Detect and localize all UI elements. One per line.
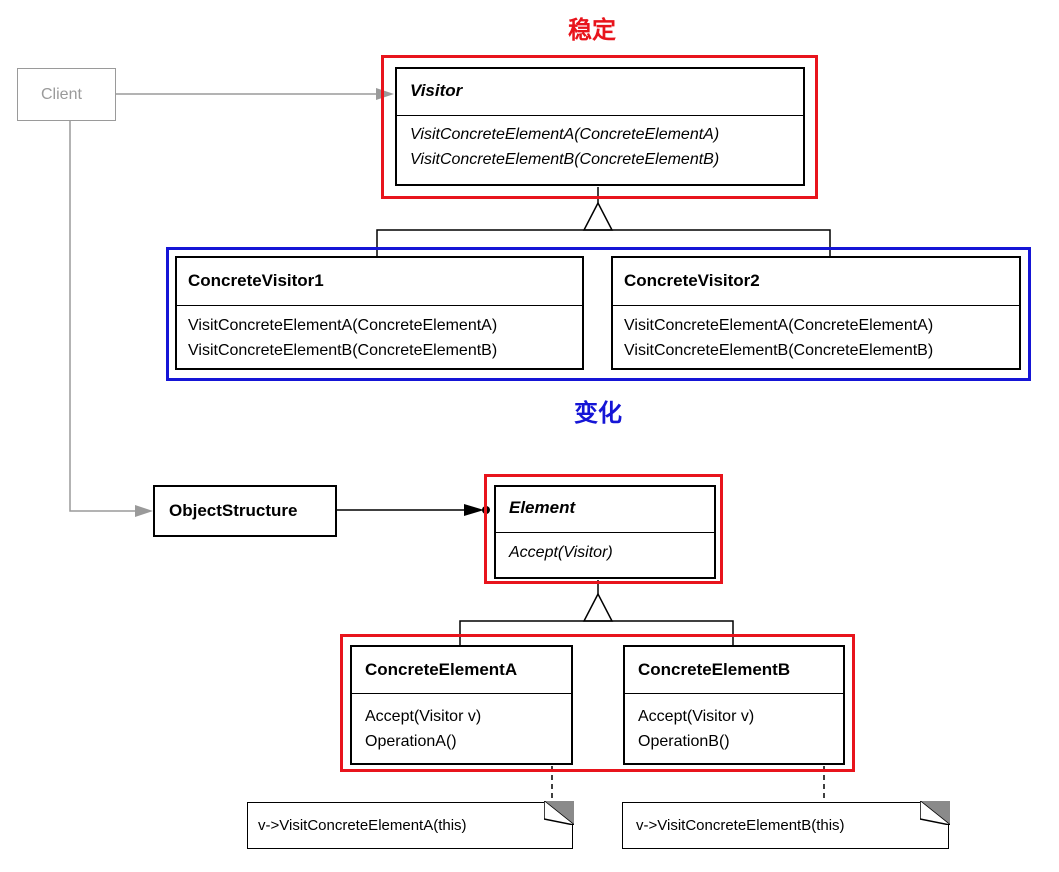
stable-label: 稳定 — [568, 16, 616, 44]
concrete-element-a-operation: OperationA() — [365, 733, 457, 750]
objectstructure-to-element-arrowhead — [464, 504, 484, 516]
concrete-visitor-2-name: ConcreteVisitor2 — [624, 271, 760, 290]
concrete-visitor-2-operations: VisitConcreteElementA(ConcreteElementA) … — [624, 313, 933, 363]
objectstructure-to-element-multiplicity-dot — [482, 506, 490, 514]
note-b: v->VisitConcreteElementB(this) — [622, 801, 950, 849]
element-class-name: Element — [509, 498, 576, 517]
client-to-objectstructure-line — [69, 120, 136, 512]
visitor-inheritance-branch — [376, 229, 831, 257]
visitor-class-box[interactable]: Visitor VisitConcreteElementA(ConcreteEl… — [395, 67, 805, 186]
concrete-element-b-operation: Accept(Visitor v) — [638, 708, 755, 725]
visitor-class-name: Visitor — [410, 81, 463, 100]
concrete-visitor-1-operations: VisitConcreteElementA(ConcreteElementA) … — [188, 313, 497, 363]
element-header — [496, 487, 714, 533]
concrete-element-a-name: ConcreteElementA — [365, 660, 518, 679]
concrete-visitor-2-header — [613, 258, 1019, 306]
client-name: Client — [41, 86, 82, 103]
concrete-visitor-2-operation: VisitConcreteElementA(ConcreteElementA) — [624, 317, 934, 334]
concrete-element-b-name: ConcreteElementB — [638, 660, 791, 679]
concrete-visitor-2-box[interactable]: ConcreteVisitor2 VisitConcreteElementA(C… — [611, 256, 1021, 370]
changing-label: 变化 — [574, 399, 622, 427]
element-operations: Accept(Visitor) — [509, 540, 613, 565]
concrete-visitor-1-operation: VisitConcreteElementB(ConcreteElementB) — [188, 342, 498, 359]
concrete-visitor-1-header — [177, 258, 582, 306]
element-class-box[interactable]: Element Accept(Visitor) — [494, 485, 716, 579]
note-a-folded-corner-icon — [544, 801, 574, 825]
concrete-visitor-1-name: ConcreteVisitor1 — [188, 271, 324, 290]
concrete-element-a-operation: Accept(Visitor v) — [365, 708, 482, 725]
object-structure-box[interactable]: ObjectStructure — [153, 485, 337, 537]
object-structure-name: ObjectStructure — [169, 501, 298, 520]
element-inheritance-branch — [459, 620, 734, 646]
concrete-visitor-1-operation: VisitConcreteElementA(ConcreteElementA) — [188, 317, 498, 334]
client-box[interactable]: Client — [17, 68, 116, 121]
visitor-inheritance-triangle — [582, 201, 614, 231]
concrete-visitor-1-box[interactable]: ConcreteVisitor1 VisitConcreteElementA(C… — [175, 256, 584, 370]
note-b-text: v->VisitConcreteElementB(this) — [636, 817, 845, 834]
concrete-element-b-header — [625, 647, 843, 694]
concrete-element-b-operation: OperationB() — [638, 733, 730, 750]
client-to-objectstructure-arrowhead — [135, 505, 153, 517]
concrete-element-a-operations: Accept(Visitor v) OperationA() — [365, 704, 481, 754]
client-to-visitor-arrowhead — [376, 88, 394, 100]
visitor-operation: VisitConcreteElementA(ConcreteElementA) — [410, 126, 720, 143]
concrete-visitor-2-operation: VisitConcreteElementB(ConcreteElementB) — [624, 342, 934, 359]
concrete-element-a-box[interactable]: ConcreteElementA Accept(Visitor v) Opera… — [350, 645, 573, 765]
visitor-operations: VisitConcreteElementA(ConcreteElementA) … — [410, 122, 719, 172]
note-a-text: v->VisitConcreteElementA(this) — [258, 817, 467, 834]
concrete-element-b-box[interactable]: ConcreteElementB Accept(Visitor v) Opera… — [623, 645, 845, 765]
concrete-element-a-header — [352, 647, 571, 694]
note-b-folded-corner-icon — [920, 801, 950, 825]
visitor-operation: VisitConcreteElementB(ConcreteElementB) — [410, 151, 720, 168]
note-a: v->VisitConcreteElementA(this) — [247, 801, 574, 849]
concrete-element-b-operations: Accept(Visitor v) OperationB() — [638, 704, 754, 754]
element-inheritance-triangle — [582, 592, 614, 622]
element-operation: Accept(Visitor) — [509, 544, 613, 561]
visitor-header — [397, 69, 803, 116]
